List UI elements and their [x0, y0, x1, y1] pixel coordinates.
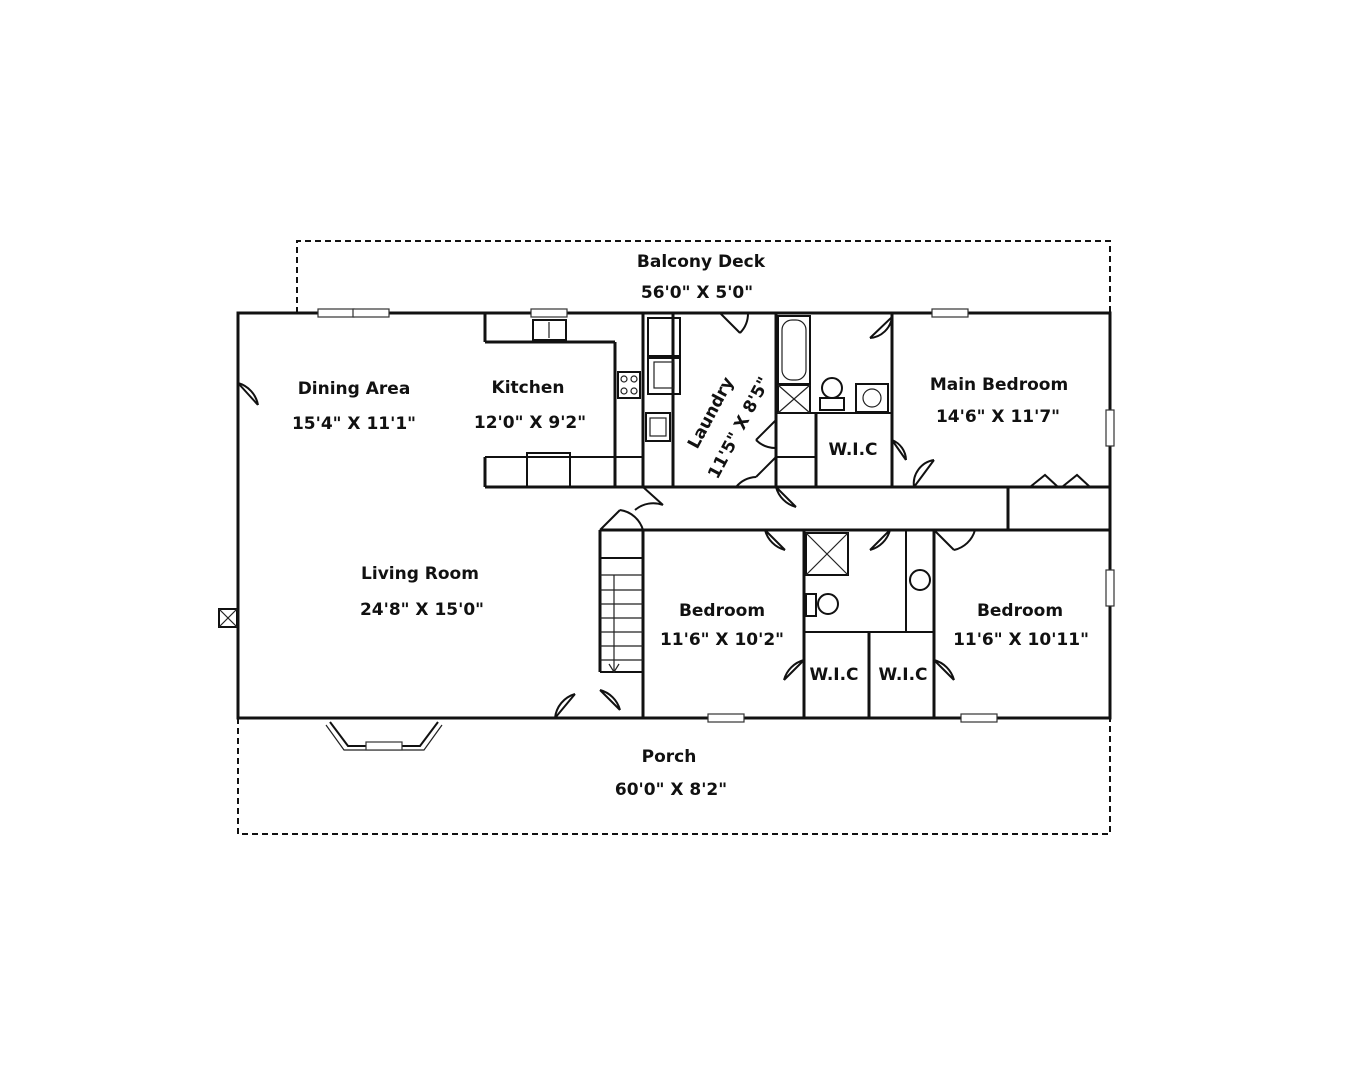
bedroom-1-dims: 11'6" X 10'2": [660, 630, 784, 650]
living-room-dims: 24'8" X 15'0": [360, 600, 484, 620]
porch-dims: 60'0" X 8'2": [615, 780, 727, 800]
dining-area-dims: 15'4" X 11'1": [292, 414, 416, 434]
sink-icon-2: [909, 569, 931, 591]
vent-icon: [218, 608, 238, 628]
bay-window: [325, 721, 443, 751]
dining-area-label: Dining Area: [298, 379, 411, 399]
kitchen-dims: 12'0" X 9'2": [474, 413, 586, 433]
wic-2-label: W.I.C: [878, 665, 927, 685]
door-swings: [237, 312, 1091, 719]
washer-icon: [647, 317, 681, 357]
bathroom-fixtures: [777, 315, 931, 617]
balcony-deck-label: Balcony Deck: [637, 252, 766, 272]
bedroom-2-dims: 11'6" X 10'11": [953, 630, 1089, 650]
toilet-icon-2: [817, 593, 839, 615]
living-room-label: Living Room: [361, 564, 479, 584]
staircase: [600, 557, 643, 674]
stove-icon: [617, 371, 641, 399]
interior-walls: [483, 313, 1110, 718]
main-bedroom-dims: 14'6" X 11'7": [936, 407, 1060, 427]
dishwasher-icon: [645, 412, 671, 442]
kitchen-sink-icon: [532, 319, 567, 341]
balcony-deck-outline: [296, 240, 1111, 313]
vanity-sink-icon: [855, 383, 889, 413]
wic-main-label: W.I.C: [828, 440, 877, 460]
balcony-deck-dims: 56'0" X 5'0": [641, 283, 753, 303]
toilet-icon: [821, 377, 843, 399]
wic-1-label: W.I.C: [809, 665, 858, 685]
porch-label: Porch: [642, 747, 697, 767]
laundry-fixtures: [647, 317, 681, 395]
bedroom-1-label: Bedroom: [679, 601, 765, 621]
island-counter-icon: [526, 452, 571, 488]
porch-outline: [237, 718, 1111, 835]
windows: [317, 308, 1115, 723]
kitchen-fixtures: [526, 319, 671, 488]
main-bedroom-label: Main Bedroom: [930, 375, 1068, 395]
shower-icon: [805, 532, 849, 576]
linen-closet-icon: [777, 384, 811, 414]
bedroom-2-label: Bedroom: [977, 601, 1063, 621]
kitchen-label: Kitchen: [492, 378, 565, 398]
dryer-icon: [647, 357, 681, 395]
